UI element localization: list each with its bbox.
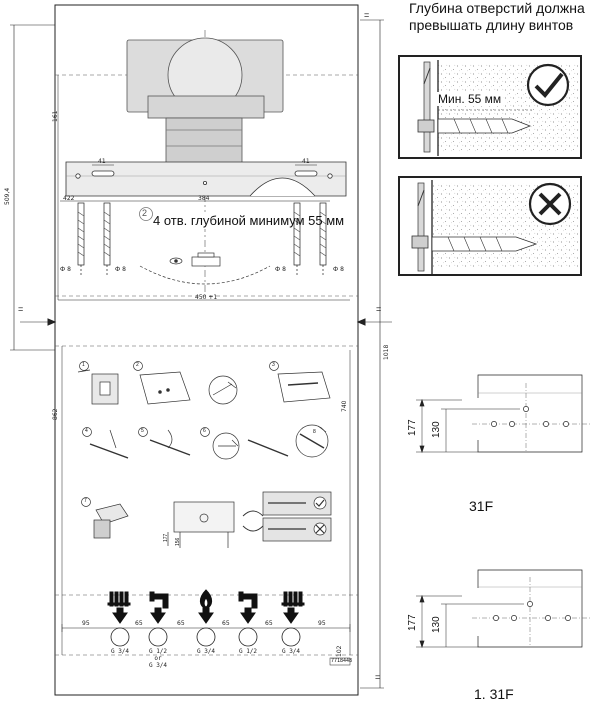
step-circle — [139, 207, 153, 221]
dim-total-height: 509,4 — [4, 187, 11, 205]
sub-dim-a: 177 — [163, 533, 169, 542]
connection-circles — [110, 627, 301, 647]
dim-side: 740 — [341, 400, 348, 412]
connection-label-3: G 3/4 — [196, 648, 216, 655]
step-7-screw — [200, 427, 289, 460]
spacing-2: 65 — [135, 620, 143, 627]
step-label-6: 6 — [203, 428, 206, 434]
connection-label-5: G 3/4 — [281, 648, 301, 655]
dim-drill-2: Ф 8 — [115, 266, 126, 273]
step-number: 2 — [142, 208, 148, 218]
step-label-4: 4 — [85, 428, 88, 434]
connection-label-4: G 1/2 — [238, 648, 258, 655]
connection-arrows — [112, 607, 299, 624]
dim-center-span: 384 — [198, 195, 210, 202]
drill-bits — [77, 202, 327, 275]
spacing-dim-line — [61, 624, 351, 632]
variant-lower-label: 1. 31F — [474, 686, 514, 702]
depth-detail-ok — [398, 55, 582, 159]
radiator-icon-2 — [281, 591, 305, 607]
dim-lower-height: 862 — [52, 408, 59, 420]
dim-drill-3: Ф 8 — [275, 266, 286, 273]
step-5-level — [82, 427, 129, 459]
dim-upper-seg: 161 — [52, 110, 59, 122]
spacing-3: 65 — [177, 620, 185, 627]
step-label-1: 1 — [82, 362, 85, 368]
dim-bracket-right: 41 — [302, 158, 310, 165]
step-2-wall-mark — [133, 361, 191, 405]
side-mark-bottom: = — [375, 672, 381, 682]
side-mark-top: = — [364, 10, 370, 20]
dim-offset: 422 — [63, 195, 75, 202]
step-label-3: 3 — [272, 362, 275, 368]
drill-bit-1 — [77, 202, 85, 266]
min-depth-label: Мин. 55 мм — [436, 92, 504, 106]
gas-flame-icon — [199, 589, 213, 610]
step-label-7: 7 — [84, 498, 87, 504]
step-13-check-bad — [262, 517, 332, 542]
spacing-1: 95 — [82, 620, 90, 627]
template-code-box — [329, 657, 351, 666]
connection-label-1: G 3/4 — [110, 648, 130, 655]
dim-panel-width: 450 +1 — [195, 294, 218, 301]
side-mark-right: = — [376, 304, 382, 314]
upper-dim-177: 177 — [407, 419, 418, 436]
instruction-steps — [77, 361, 332, 548]
depth-detail-wrong — [398, 176, 582, 276]
hole-pattern-lower — [416, 569, 590, 649]
dim-drill-4: Ф 8 — [333, 266, 344, 273]
dim-drill-1: Ф 8 — [60, 266, 71, 273]
hole-pattern-upper — [416, 374, 590, 454]
upper-dim-130: 130 — [431, 421, 442, 438]
lower-dim-130: 130 — [431, 616, 442, 633]
dim-right-height: 1018 — [383, 344, 390, 360]
boiler-outline — [126, 37, 284, 165]
mounting-bracket — [65, 161, 347, 197]
side-mark-left: = — [18, 304, 24, 314]
step-4-bracket — [269, 361, 331, 403]
step-1-wall-unit — [77, 361, 119, 405]
template-code: 7718448 — [331, 658, 353, 664]
depth-requirement-note: Глубина отверстий должна превышать длину… — [409, 0, 585, 33]
holes-instruction: 4 отв. глубиной минимум 55 мм — [153, 212, 345, 229]
check-icon — [526, 63, 570, 107]
dim-bottom: 102 — [336, 645, 343, 657]
radiator-icon-1 — [107, 591, 131, 607]
step-12-check-ok — [262, 491, 332, 516]
tap-icon-1 — [149, 591, 169, 609]
spirit-level — [139, 252, 271, 285]
tap-icon-2 — [238, 591, 258, 609]
bracket-dim-lines — [60, 164, 330, 202]
step-label-2: 2 — [136, 362, 139, 368]
step-8-anchor — [295, 424, 329, 458]
variant-upper-label: 31F — [469, 498, 494, 514]
connection-icons — [107, 589, 305, 624]
step-3-drill — [208, 375, 238, 405]
step-6-mark — [138, 427, 191, 456]
sub-dim-b: 156 — [175, 537, 181, 546]
spacing-4: 65 — [222, 620, 230, 627]
spacing-6: 95 — [318, 620, 326, 627]
step-label-5: 5 — [141, 428, 144, 434]
lower-dim-177: 177 — [407, 614, 418, 631]
step-label-8: 8 — [313, 429, 316, 435]
drill-bit-2 — [103, 202, 111, 266]
step-9-boiler — [81, 497, 129, 539]
spacing-5: 65 — [265, 620, 273, 627]
dim-bracket-left: 41 — [98, 158, 106, 165]
main-template — [10, 4, 392, 696]
step-10-template — [167, 501, 235, 548]
step-11-rotate — [242, 510, 264, 532]
